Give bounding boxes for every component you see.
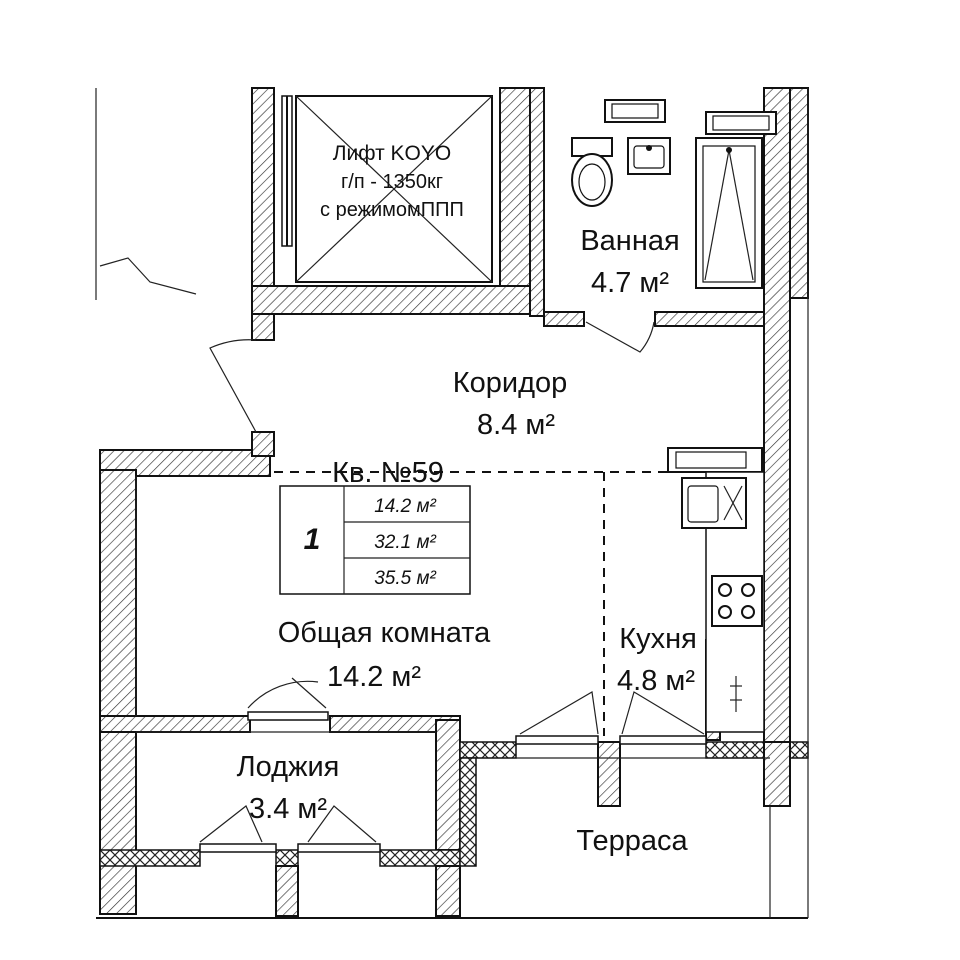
kitchen-area: 4.8 м² <box>617 665 695 697</box>
area-table: 1 14.2 м² 32.1 м² 35.5 м² <box>279 485 471 595</box>
walls <box>99 87 809 915</box>
windows <box>199 711 707 853</box>
elevator-label-line2: г/п - 1350кг <box>341 171 443 193</box>
sink-icon <box>627 137 671 175</box>
kitchen-sink-icon <box>681 477 747 529</box>
loggia-area: 3.4 м² <box>249 793 327 825</box>
elevator: Лифт KOYO г/п - 1350кг с режимомППП <box>281 95 493 283</box>
living-room-area: 14.2 м² <box>327 661 421 693</box>
corridor-name: Коридор <box>453 367 568 399</box>
bathtub-icon <box>695 137 763 289</box>
corridor-area: 8.4 м² <box>477 409 555 441</box>
outline <box>95 88 809 919</box>
elevator-label-line3: с режимомППП <box>320 199 464 221</box>
bathroom-name: Ванная <box>580 225 679 257</box>
rooms-count: 1 <box>304 523 321 556</box>
toilet-icon <box>571 137 613 207</box>
loggia-name: Лоджия <box>237 751 340 783</box>
apartment-title: Кв. №59 <box>332 457 444 489</box>
terrace-name: Терраса <box>576 825 688 857</box>
bathroom-area: 4.7 м² <box>591 267 669 299</box>
zone-lines <box>274 471 668 736</box>
bathroom-fixtures <box>571 99 777 289</box>
elevator-label-line1: Лифт KOYO <box>333 142 451 165</box>
living-room-name: Общая комната <box>278 617 491 649</box>
living-area-value: 14.2 м² <box>374 496 436 517</box>
stove-icon <box>711 575 763 627</box>
room-labels: Ванная 4.7 м² Коридор 8.4 м² Кв. №59 Общ… <box>237 225 697 857</box>
columns <box>275 741 791 917</box>
ventilation-icon <box>730 676 742 712</box>
total-area-value: 32.1 м² <box>374 532 436 553</box>
kitchen-name: Кухня <box>619 623 697 655</box>
kitchen-fixtures <box>667 447 765 733</box>
doors <box>99 257 705 843</box>
total-area-with-loggia-value: 35.5 м² <box>374 568 436 589</box>
